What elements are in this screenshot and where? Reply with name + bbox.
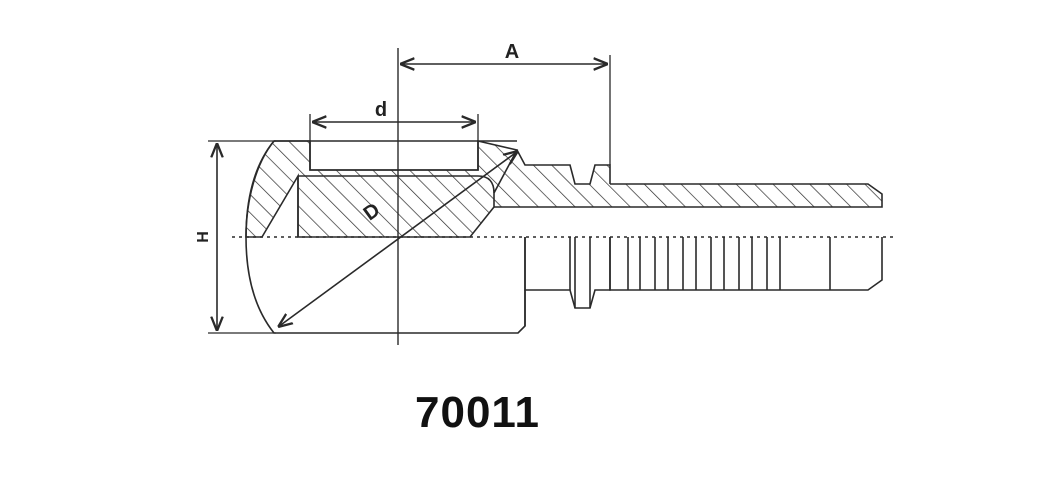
banjo-eye bbox=[245, 139, 526, 334]
dimension-d bbox=[309, 114, 479, 141]
fitting-shoulder bbox=[494, 149, 611, 326]
part-number: 70011 bbox=[415, 388, 540, 437]
tail-section bbox=[494, 184, 882, 207]
label-h: H bbox=[195, 231, 212, 243]
shoulder-section bbox=[494, 150, 610, 207]
label-d-small: d bbox=[375, 99, 387, 121]
banjo-bore bbox=[309, 141, 479, 171]
tail-bottom bbox=[609, 237, 883, 291]
banjo-outline bbox=[245, 140, 526, 334]
banjo-upper-section bbox=[245, 139, 519, 238]
dimension-a bbox=[400, 55, 611, 165]
dimension-h bbox=[208, 140, 276, 334]
tail-top bbox=[494, 183, 883, 208]
label-a: A bbox=[505, 41, 519, 63]
tail-barbs bbox=[627, 237, 831, 290]
dimension-big-d bbox=[278, 151, 518, 327]
hose-tail bbox=[494, 183, 883, 291]
